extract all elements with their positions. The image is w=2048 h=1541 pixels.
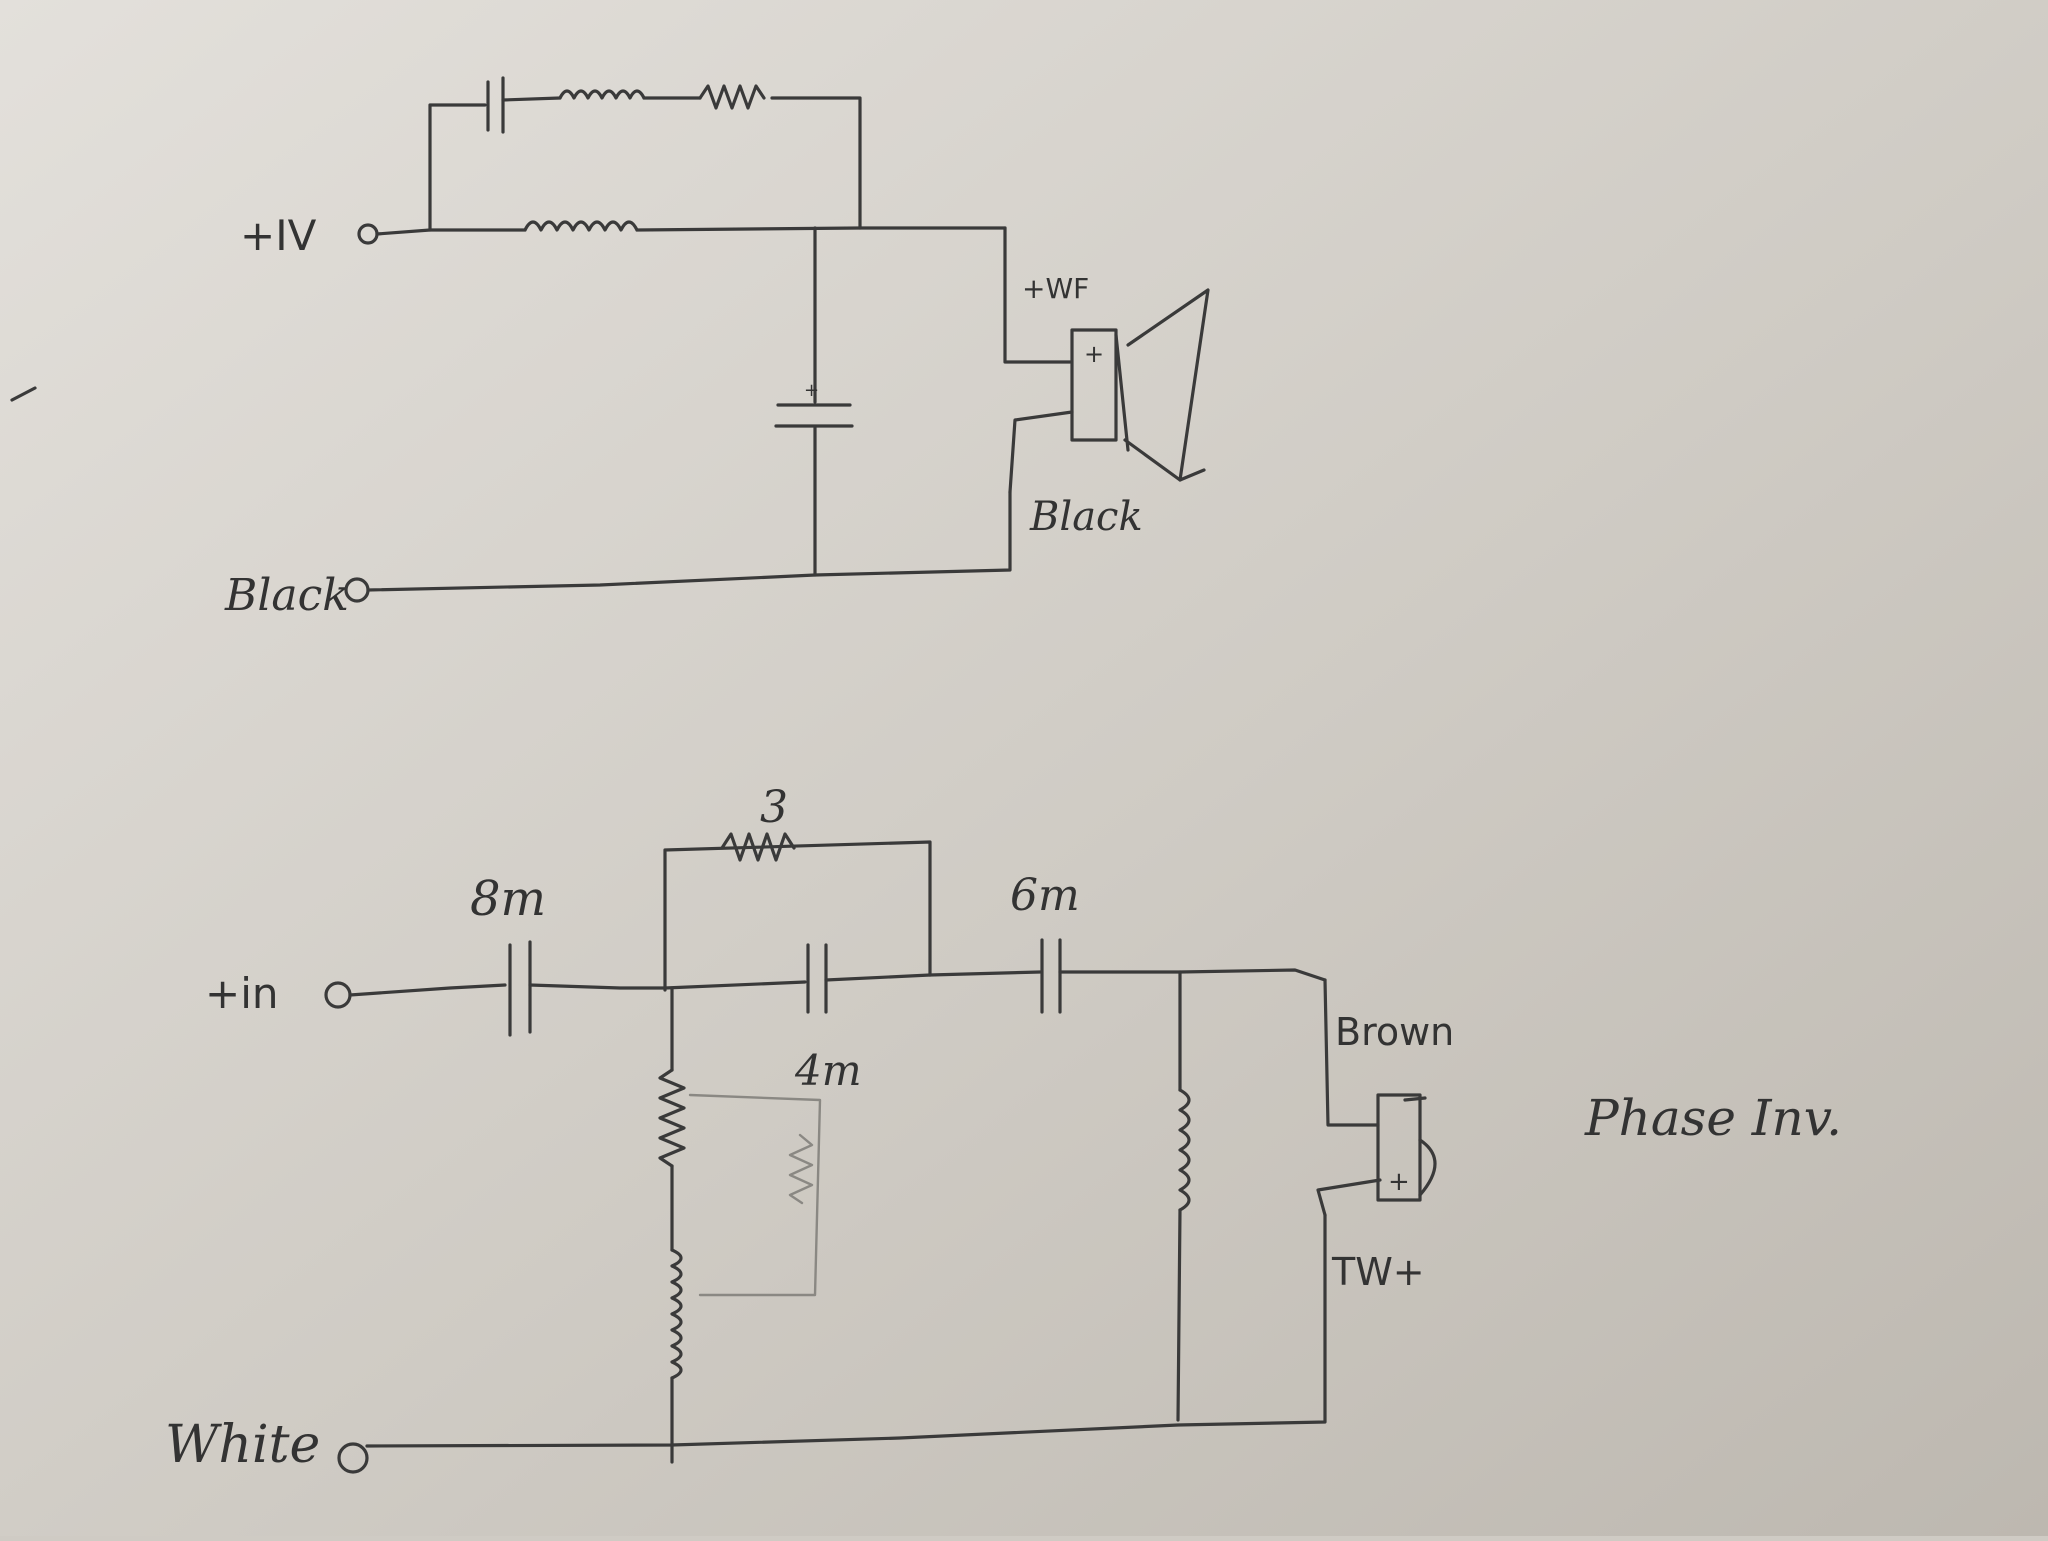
tweeter-parallel-cap-wire-right	[824, 973, 932, 982]
tweeter-series-cap-1-label: 8m	[470, 871, 546, 927]
tweeter-circuit: +in 8m 3 4m 6m	[165, 782, 1842, 1475]
woofer-input-negative-label: Black	[224, 570, 349, 621]
tweeter-series-capacitor-1-icon	[508, 940, 532, 1037]
tweeter-input-negative-label: White	[165, 1415, 320, 1475]
woofer-circuit: +IV +	[224, 76, 1210, 621]
woofer-parallel-resistor-icon	[698, 84, 766, 110]
tweeter-parallel-resistor-label: 3	[760, 782, 788, 833]
tweeter-series-capacitor-2-icon	[1040, 938, 1062, 1014]
woofer-main-inductor-icon	[523, 220, 639, 232]
svg-text:+: +	[1084, 340, 1104, 368]
tweeter-speaker-positive-label: TW+	[1331, 1250, 1425, 1294]
tweeter-phase-note: Phase Inv.	[1584, 1089, 1842, 1147]
tweeter-parallel-resistor-icon	[720, 832, 796, 862]
tweeter-shunt-2-inductor-icon	[1178, 1088, 1191, 1212]
tweeter-parallel-cap-label: 4m	[794, 1046, 862, 1095]
woofer-shunt-capacitor-icon: +	[774, 380, 854, 428]
erased-sketch-lines	[688, 1093, 822, 1297]
tweeter-wire-after-cap1	[528, 983, 667, 990]
woofer-parallel-capacitor-icon	[486, 76, 505, 134]
stray-pencil-mark	[10, 386, 37, 402]
tweeter-shunt-resistor-icon	[658, 1068, 686, 1168]
tweeter-speaker-icon: +	[1376, 1093, 1437, 1202]
tweeter-shunt-2-wire-bottom	[1176, 1208, 1182, 1422]
tweeter-speaker-positive-wire	[1316, 1178, 1382, 1217]
tweeter-parallel-branch-wire	[663, 840, 932, 992]
tweeter-wire-after-cap2	[1058, 968, 1327, 982]
woofer-parallel-wire-a	[501, 96, 562, 102]
erased-resistor-sketch	[788, 1133, 814, 1205]
woofer-speaker-positive-wire	[1003, 226, 1072, 364]
woofer-input-positive-label: +IV	[240, 211, 317, 260]
svg-text:+: +	[1388, 1167, 1410, 1197]
woofer-parallel-branch-right-wire	[770, 96, 862, 230]
tweeter-shunt-inductor-icon	[670, 1248, 683, 1380]
tweeter-input-positive-label: +in	[205, 969, 278, 1018]
tweeter-speaker-brown-wire	[1323, 978, 1380, 1127]
tweeter-ground-wire	[365, 1213, 1327, 1448]
woofer-parallel-branch-left-wire	[428, 103, 487, 232]
tweeter-parallel-cap-wire-left	[663, 980, 807, 990]
svg-text:+: +	[804, 380, 819, 401]
tweeter-speaker-negative-label: Brown	[1335, 1010, 1454, 1054]
tweeter-wire-before-cap2	[928, 970, 1042, 977]
woofer-ground-wire	[366, 490, 1012, 592]
woofer-speaker-negative-wire	[1008, 410, 1074, 494]
woofer-speaker-icon: +	[1070, 288, 1210, 482]
tweeter-input-negative-terminal	[337, 1442, 369, 1474]
tweeter-input-wire	[348, 983, 507, 997]
woofer-parallel-inductor-icon	[558, 89, 646, 100]
woofer-speaker-negative-label: Black	[1029, 494, 1143, 540]
woofer-speaker-positive-label: +WF	[1022, 272, 1089, 305]
tweeter-series-cap-2-label: 6m	[1010, 870, 1080, 921]
